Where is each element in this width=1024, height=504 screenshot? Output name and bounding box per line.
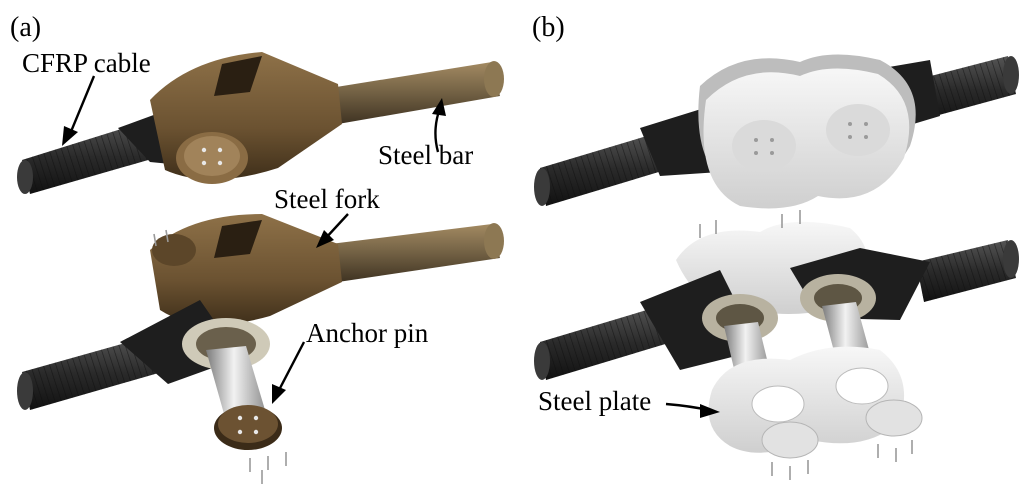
- cfrp-cable-top: [17, 120, 162, 194]
- label-anchor-pin: Anchor pin: [306, 318, 429, 348]
- panel-a-top-assembly: [17, 52, 504, 194]
- arrow-anchor-pin: [272, 341, 306, 404]
- panel-a-bottom-assembly: [17, 214, 504, 484]
- label-steel-fork: Steel fork: [274, 184, 380, 214]
- label-steel-bar: Steel bar: [378, 140, 474, 170]
- anchor-pin-head: [214, 405, 282, 450]
- cfrp-cable-b-bottom-left: [534, 306, 672, 380]
- steel-bar-bottom: [330, 223, 504, 282]
- plate-bolts-top: [754, 122, 868, 155]
- loose-bolts-a: [153, 229, 287, 484]
- arrow-steel-bar: [432, 98, 446, 153]
- label-steel-plate: Steel plate: [538, 386, 652, 416]
- steel-fork-bottom: [150, 214, 342, 325]
- annotation-arrows: [62, 75, 720, 418]
- cfrp-cable-b-top-left: [534, 132, 672, 206]
- arrow-steel-fork: [316, 213, 349, 248]
- label-cfrp-cable: CFRP cable: [22, 48, 151, 78]
- arrow-steel-plate: [665, 402, 720, 418]
- cfrp-cable-b-bottom-right: [916, 240, 1019, 302]
- steel-plate-lower-exploded: [708, 346, 905, 453]
- steel-fork-top: [150, 52, 342, 184]
- panel-b-bottom-assembly: [534, 210, 1019, 480]
- steel-bar-top: [330, 61, 504, 124]
- cfrp-cable-bottom: [17, 336, 162, 410]
- panel-label-b: (b): [532, 12, 565, 43]
- panel-label-a: (a): [10, 12, 42, 43]
- pin-caps-b: [761, 399, 923, 459]
- loose-bolts-b: [699, 210, 913, 480]
- pin-bolts-top: [201, 147, 223, 166]
- steel-plate-top: [698, 54, 916, 209]
- panel-b-top-assembly: [534, 54, 1019, 209]
- arrow-cfrp-cable: [62, 75, 96, 146]
- pin-bolts-bottom: [237, 415, 259, 435]
